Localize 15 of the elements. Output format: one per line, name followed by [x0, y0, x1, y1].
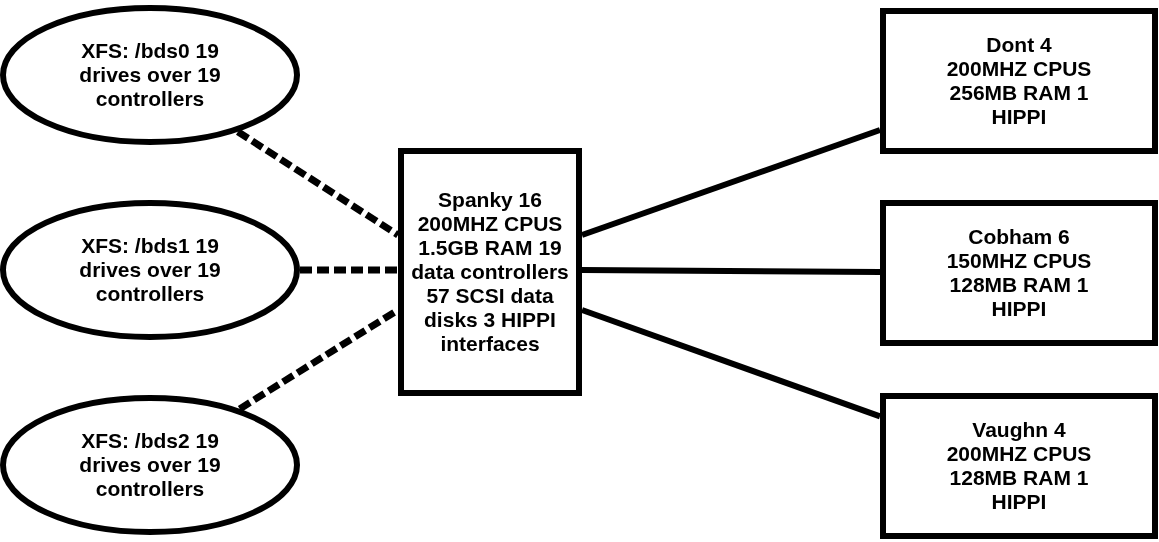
connector-line: [581, 127, 881, 238]
node-label: XFS: /bds0 19 drives over 19 controllers: [78, 39, 222, 111]
computer-box: [880, 8, 1158, 154]
node-label: Dont 4 200MHZ CPUS 256MB RAM 1 HIPPI: [945, 33, 1093, 129]
node-label: XFS: /bds2 19 drives over 19 controllers: [78, 429, 222, 501]
computer-box: [880, 393, 1158, 539]
computer-box: [880, 200, 1158, 346]
node-label: Spanky 16 200MHZ CPUS 1.5GB RAM 19 data controllers 57 SCSI data disks 3 HIPPI interfaces: [410, 188, 570, 356]
node-label: Vaughn 4 200MHZ CPUS 128MB RAM 1 HIPPI: [945, 418, 1093, 514]
node-label: XFS: /bds1 19 drives over 19 controllers: [78, 234, 222, 306]
dashed-connector: [236, 128, 400, 238]
computer-box: [398, 148, 582, 396]
node-label: Cobham 6 150MHZ CPUS 128MB RAM 1 HIPPI: [945, 225, 1093, 321]
connector-line: [582, 267, 881, 276]
connector-line: [581, 307, 881, 420]
